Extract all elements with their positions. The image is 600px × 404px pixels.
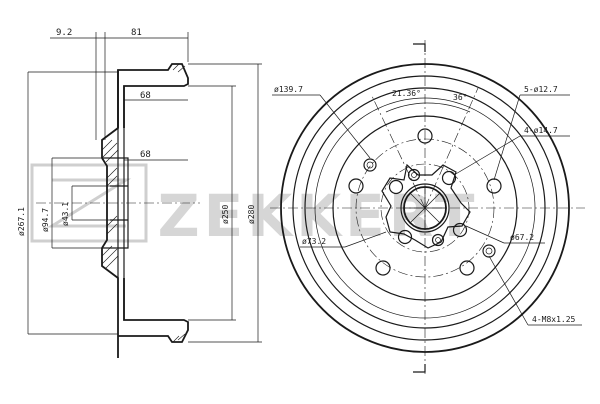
dim-bolt-circle: ø139.7 — [274, 85, 303, 94]
threaded-holes — [363, 158, 496, 258]
dim-inner-depth-bottom: 68 — [140, 150, 151, 160]
dim-angle-1: 21.36° — [392, 89, 421, 98]
dim-dia-67: ø67.2 — [510, 233, 534, 242]
holes-14-7 — [388, 170, 468, 245]
dim-holes-4: 4-ø14.7 — [524, 126, 558, 135]
dim-overall-width: 81 — [131, 28, 142, 38]
dim-dia-outer: ø280 — [247, 205, 256, 224]
dim-dia-73: ø73.2 — [302, 237, 326, 246]
side-section-view: 9.2 81 68 68 ø267.1 ø94.7 ø43.1 ø250 ø28… — [17, 28, 262, 358]
dim-inner-depth-top: 68 — [140, 91, 151, 101]
dim-dia-pilot: ø94.7 — [41, 208, 50, 232]
dim-flange-thickness: 9.2 — [56, 28, 72, 38]
dim-dia-center-bore: ø43.1 — [61, 202, 70, 226]
dim-dia-outer-flange: ø267.1 — [17, 207, 26, 236]
dim-holes-5: 5-ø12.7 — [524, 85, 558, 94]
front-view: 21.36° 36° ø139.7 5-ø12.7 4-ø14.7 ø73.2 … — [270, 40, 585, 375]
dim-angle-2: 36° — [453, 93, 467, 102]
dim-dia-braking: ø250 — [221, 205, 230, 224]
dim-thread: 4-M8x1.25 — [532, 315, 576, 324]
